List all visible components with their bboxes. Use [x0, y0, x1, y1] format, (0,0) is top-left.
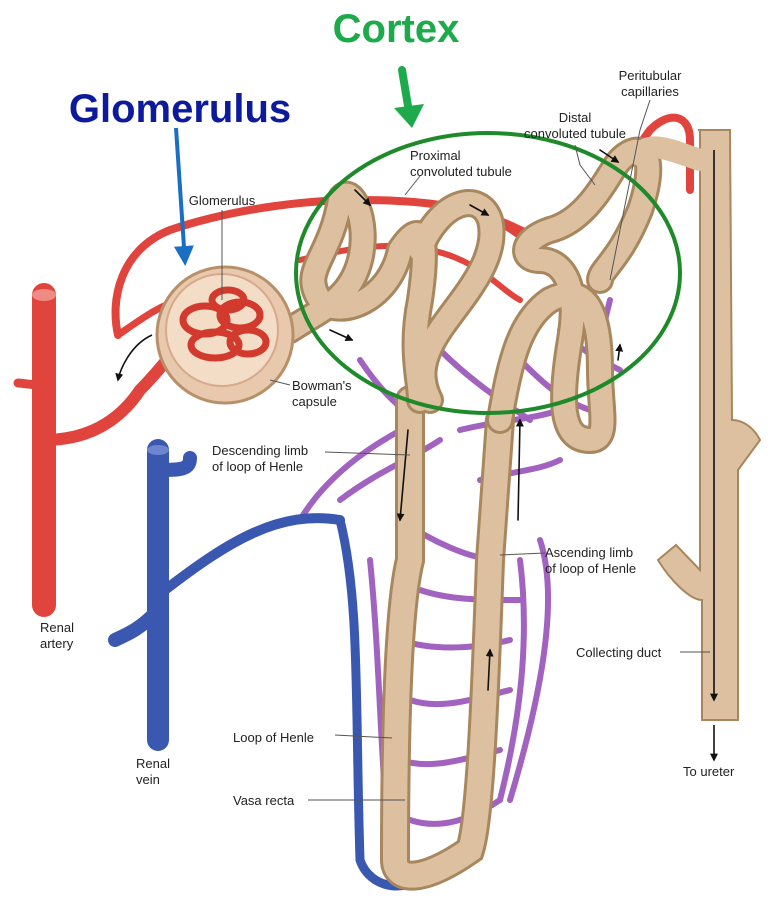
- descending-label-1: Descending limb: [212, 443, 308, 458]
- convoluted-tubules: [290, 147, 700, 440]
- proximal-label-1: Proximal: [410, 148, 461, 163]
- bowmans-label-1: Bowman's: [292, 378, 352, 393]
- loop-of-henle: [395, 400, 520, 876]
- proximal-label-2: convoluted tubule: [410, 164, 512, 179]
- renal-artery-label-1: Renal: [40, 620, 74, 635]
- renal-artery-label-2: artery: [40, 636, 74, 651]
- flow-arrow: [118, 335, 152, 380]
- peritubular-label-1: Peritubular: [619, 68, 683, 83]
- collecting-duct: [658, 130, 760, 760]
- to-ureter-label: To ureter: [683, 764, 735, 779]
- descending-label-2: of loop of Henle: [212, 459, 303, 474]
- vein-opening: [147, 445, 169, 455]
- vasa-recta-label: Vasa recta: [233, 793, 295, 808]
- glomerulus-arrow: [176, 128, 185, 262]
- renal-vein-label-1: Renal: [136, 756, 170, 771]
- peritubular-label-2: capillaries: [621, 84, 679, 99]
- artery-opening: [32, 289, 56, 301]
- ascending-label-2: of loop of Henle: [545, 561, 636, 576]
- renal-vein-label-2: vein: [136, 772, 160, 787]
- distal-label-1: Distal: [559, 110, 592, 125]
- cortex-arrowhead: [394, 104, 424, 128]
- collecting-duct-label: Collecting duct: [576, 645, 662, 660]
- loop-of-henle-label: Loop of Henle: [233, 730, 314, 745]
- distal-label-2: convoluted tubule: [524, 126, 626, 141]
- bowmans-label-2: capsule: [292, 394, 337, 409]
- ascending-label-1: Ascending limb: [545, 545, 633, 560]
- cortex-heading: Cortex: [333, 7, 460, 51]
- glomerulus-heading: Glomerulus: [69, 87, 291, 131]
- glomerulus-label: Glomerulus: [189, 193, 256, 208]
